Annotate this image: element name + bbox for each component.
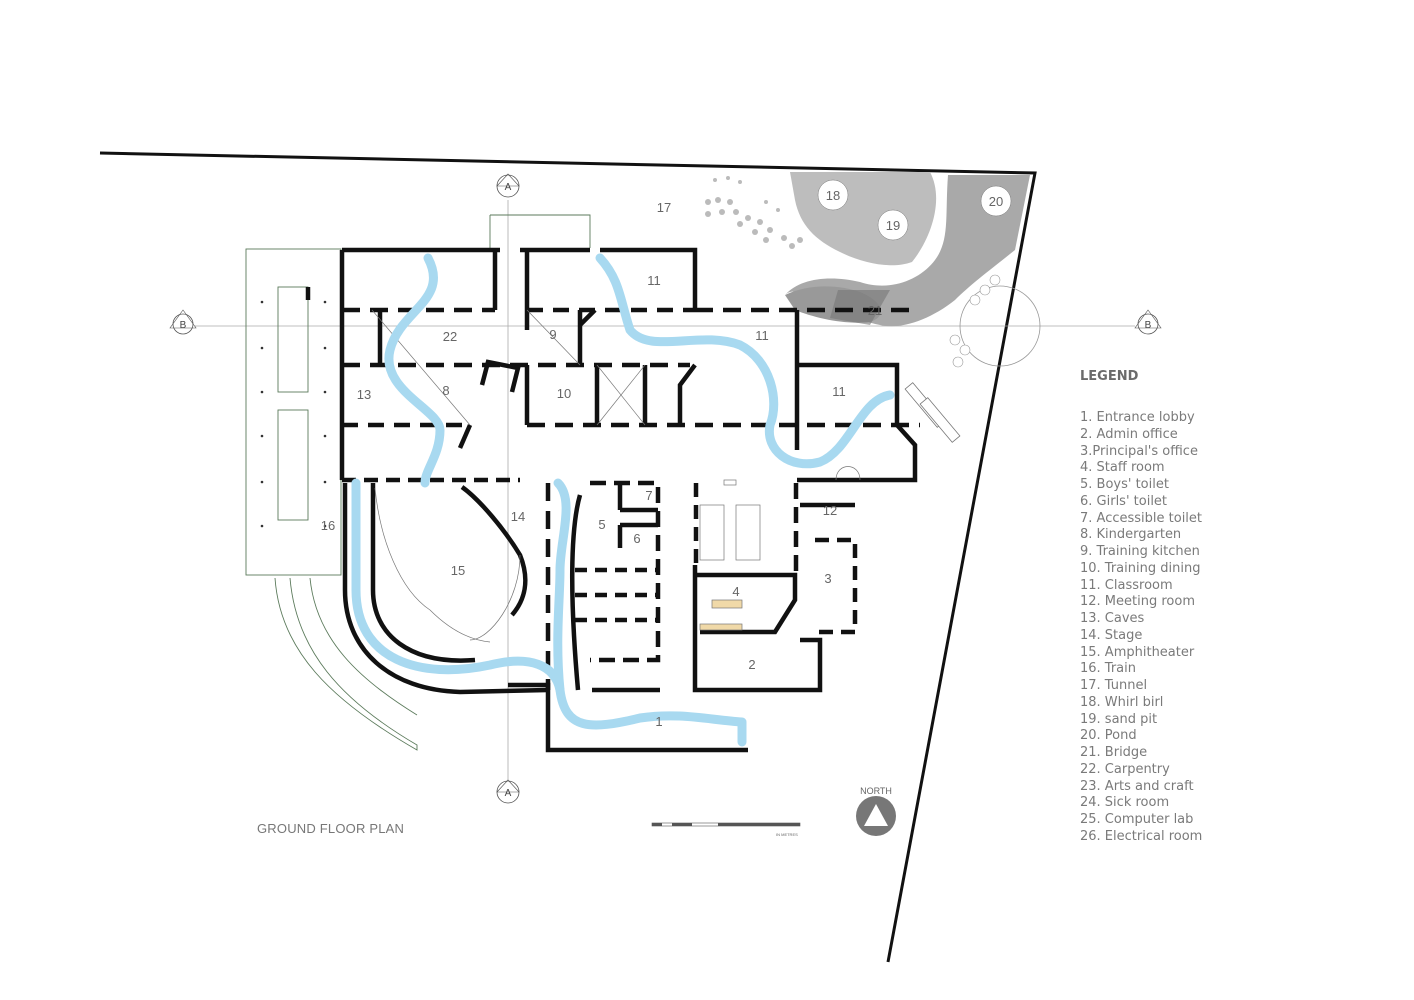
room-label: 8 — [442, 383, 449, 398]
stepping-stones — [949, 274, 1001, 368]
legend-item: 11. Classroom — [1080, 577, 1173, 593]
svg-text:NORTH: NORTH — [860, 786, 892, 796]
play-area-badges — [817, 179, 1012, 241]
legend-item: 17. Tunnel — [1080, 678, 1148, 693]
svg-text:B: B — [1145, 320, 1152, 331]
legend-item: 4. Staff room — [1080, 460, 1165, 476]
room-label: 16 — [321, 518, 335, 533]
legend-item: 23. Arts and craft — [1080, 778, 1194, 794]
legend-item: 6. Girls' toilet — [1080, 493, 1168, 509]
room-label: 13 — [357, 387, 371, 402]
svg-text:A: A — [505, 788, 512, 799]
legend-item: 21. Bridge — [1080, 745, 1148, 760]
section-marker-b-left: B — [169, 309, 197, 335]
room-label: 11 — [647, 273, 661, 288]
legend-item: 26. Electrical room — [1080, 828, 1203, 844]
legend-item: 9. Training kitchen — [1080, 544, 1200, 559]
room-label: 7 — [645, 488, 652, 503]
legend-item: 22. Carpentry — [1080, 761, 1170, 777]
svg-text:IN METRES: IN METRES — [776, 832, 798, 837]
walls — [305, 247, 920, 753]
legend-item: 20. Pond — [1080, 728, 1137, 744]
north-arrow: NORTH — [856, 786, 896, 836]
room-label: 11 — [755, 328, 769, 343]
water-path — [351, 253, 895, 747]
turning-circle — [959, 285, 1041, 367]
room-label: 9 — [549, 327, 556, 342]
room-label: 11 — [832, 384, 846, 399]
legend-item: 18. Whirl birl — [1080, 694, 1164, 710]
room-label: 5 — [598, 517, 605, 532]
room-label: 4 — [732, 584, 739, 599]
room-label: 2 — [748, 657, 755, 672]
room-label: 18 — [826, 188, 840, 203]
section-marker-a-top: A — [496, 173, 520, 198]
room-label: 20 — [989, 194, 1003, 209]
room-label: 6 — [633, 531, 640, 546]
legend-item: 15. Amphitheater — [1080, 644, 1195, 660]
room-label: 10 — [557, 386, 571, 401]
svg-text:B: B — [180, 320, 187, 331]
room-label: 3 — [824, 571, 831, 586]
room-label: 12 — [823, 503, 837, 518]
room-label: 17 — [657, 200, 671, 215]
room-label: 14 — [511, 509, 525, 524]
legend-item: 16. Train — [1080, 661, 1136, 677]
room-label: 15 — [451, 563, 465, 578]
legend-item: 8. Kindergarten — [1080, 527, 1182, 543]
legend-item: 24. Sick room — [1080, 795, 1170, 811]
scale-bar: IN METRES — [651, 822, 801, 837]
legend-item: 1. Entrance lobby — [1080, 410, 1195, 425]
legend-item: 13. Caves — [1080, 611, 1145, 626]
legend-item: 10. Training dining — [1080, 560, 1201, 576]
section-marker-b-right: B — [1134, 309, 1162, 335]
legend-item: 2. Admin office — [1080, 426, 1178, 442]
plan-title: GROUND FLOOR PLAN — [257, 821, 405, 836]
legend-item: 12. Meeting room — [1080, 594, 1195, 610]
room-label: 1 — [655, 714, 662, 729]
legend-item: 5. Boys' toilet — [1080, 477, 1169, 492]
site-boundary — [99, 151, 1037, 963]
room-label: 21 — [868, 303, 882, 318]
section-marker-a-bottom: A — [496, 779, 520, 804]
legend-item: 25. Computer lab — [1080, 812, 1194, 827]
legend-item: 14. Stage — [1080, 627, 1143, 643]
outdoor-benches — [904, 382, 961, 443]
legend-item: 19. sand pit — [1080, 711, 1158, 727]
interior-details — [371, 309, 861, 643]
room-label: 22 — [443, 329, 457, 344]
legend-item: 3.Principal's office — [1080, 443, 1198, 459]
legend-item: 7. Accessible toilet — [1080, 510, 1203, 526]
tunnel-dots — [705, 176, 803, 249]
room-label: 19 — [886, 218, 900, 233]
room-numbers: 1 2 3 4 5 6 7 8 9 10 11 11 11 12 13 14 1… — [321, 188, 1003, 729]
train-dots — [260, 300, 327, 528]
legend-title: LEGEND — [1080, 369, 1139, 384]
legend-list: 1. Entrance lobby 2. Admin office 3.Prin… — [1080, 410, 1202, 846]
svg-text:A: A — [505, 182, 512, 193]
